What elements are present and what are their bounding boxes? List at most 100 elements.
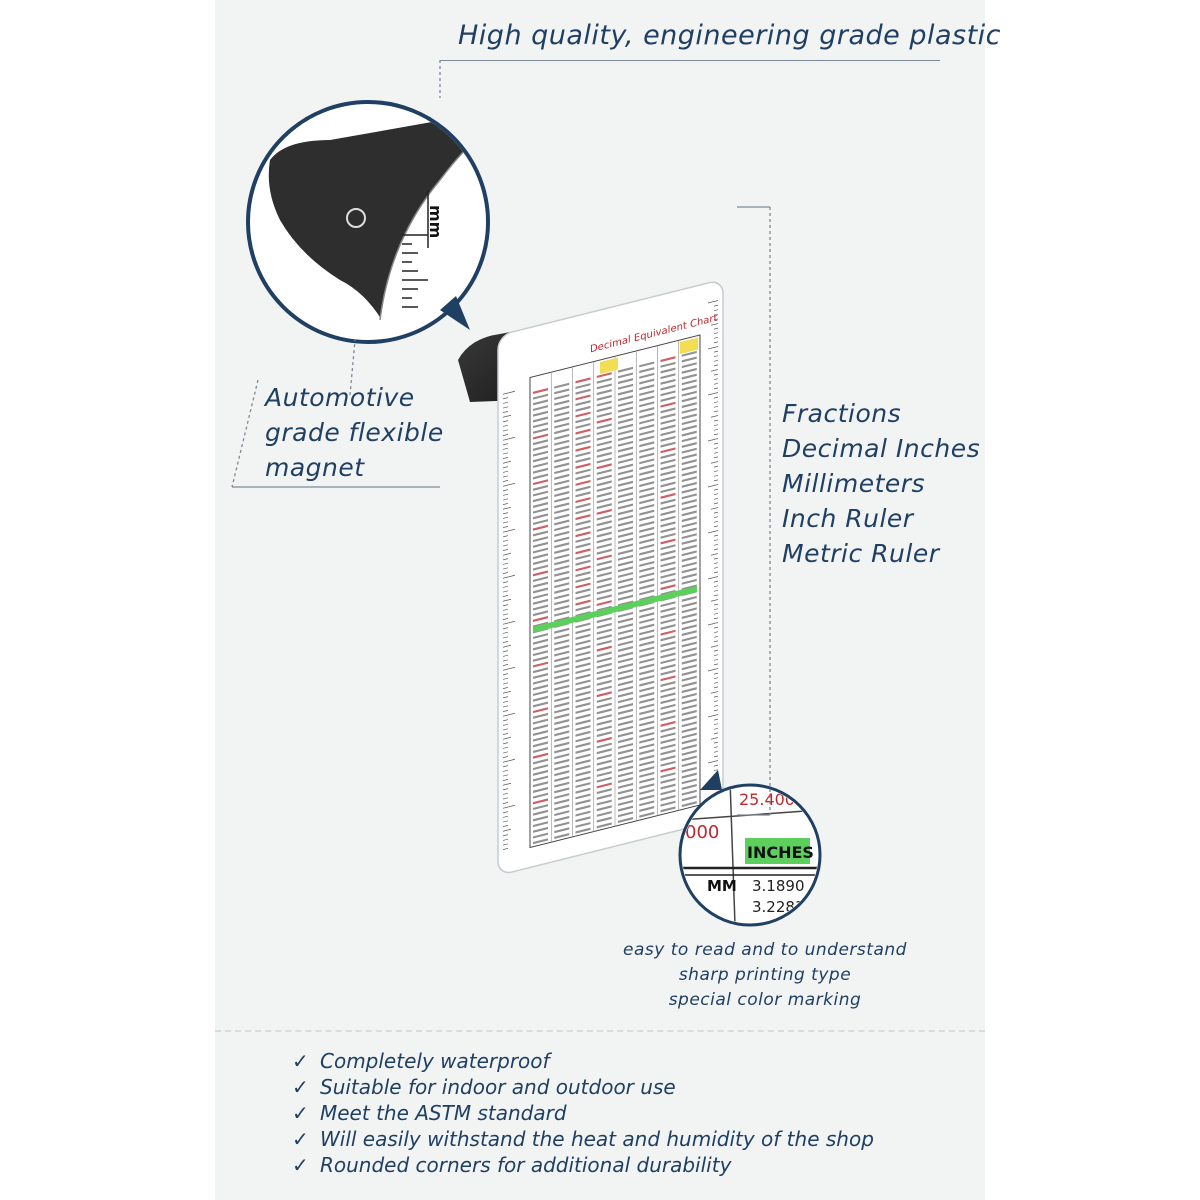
table-cell [554, 553, 570, 560]
table-cell [618, 583, 633, 590]
table-cell [618, 537, 633, 544]
svg-text:3.1890: 3.1890 [752, 877, 805, 895]
table-cell [639, 657, 655, 664]
table-cell [660, 618, 676, 625]
ruler-tick [503, 815, 508, 818]
table-cell [618, 429, 633, 436]
table-cell [618, 731, 633, 738]
table-cell [533, 661, 548, 668]
ruler-tick [714, 649, 718, 652]
ruler-tick [503, 654, 508, 657]
ruler-tick [503, 452, 508, 455]
table-cell [596, 588, 612, 595]
table-cell [681, 556, 697, 562]
table-cell [596, 463, 612, 470]
table-cell [554, 599, 570, 606]
table-cell [596, 702, 612, 709]
table-cell [618, 646, 633, 652]
table-cell [639, 623, 655, 630]
ruler-tick [708, 346, 718, 350]
table-cell [533, 655, 548, 662]
table-cell [596, 719, 612, 726]
table-cell [575, 440, 591, 447]
table-cell [639, 714, 655, 721]
table-cell [681, 464, 697, 471]
table-cell [533, 467, 548, 474]
ruler-tick [503, 549, 508, 552]
ruler-tick [503, 613, 508, 616]
table-cell [596, 508, 612, 515]
table-cell [554, 679, 570, 686]
table-cell [575, 679, 591, 686]
table-cell [554, 416, 570, 423]
table-cell [596, 468, 612, 475]
table-cell [554, 508, 570, 515]
table-cell [618, 668, 633, 675]
table-cell [533, 473, 548, 480]
table-cell [681, 385, 697, 391]
table-cell [639, 788, 655, 795]
ruler-tick [714, 401, 718, 404]
table-cell [618, 777, 633, 784]
feature-fractions: Fractions [782, 399, 902, 428]
table-cell [533, 821, 548, 828]
table-cell [660, 738, 676, 744]
table-cell [618, 663, 633, 670]
table-cell [618, 680, 633, 687]
table-cell [596, 457, 612, 464]
table-cell [660, 435, 676, 442]
table-cell [660, 549, 676, 556]
table-cell [554, 832, 570, 839]
table-cell [639, 692, 655, 698]
table-cell [533, 673, 548, 679]
table-cell [554, 775, 570, 782]
table-cell [533, 741, 548, 748]
ruler-tick [714, 355, 718, 358]
table-cell [596, 434, 612, 441]
table-cell [596, 634, 612, 641]
ruler-tick [708, 438, 718, 442]
table-cell [533, 524, 548, 531]
ruler-tick [714, 658, 718, 661]
table-cell [533, 422, 548, 429]
table-cell [639, 469, 655, 476]
table-cell [575, 770, 591, 777]
callout-lines [231, 60, 771, 816]
table-cell [575, 639, 591, 646]
table-cell [554, 793, 570, 800]
bullet-text: Will easily withstand the heat and humid… [320, 1127, 874, 1151]
table-cell [596, 440, 612, 447]
table-cell [575, 650, 591, 657]
table-cell [533, 410, 548, 417]
table-cell [639, 612, 655, 619]
table-cell [596, 657, 612, 664]
table-cell [596, 531, 612, 538]
ruler-tick [503, 733, 508, 736]
ruler-tick [503, 521, 508, 524]
ruler-tick [714, 543, 718, 546]
table-cell [554, 576, 570, 583]
magnet-line-1: Automotive [265, 383, 415, 412]
ruler-tick [503, 535, 508, 538]
table-cell [681, 755, 697, 762]
table-cell [618, 520, 633, 527]
table-cell [660, 675, 676, 682]
ruler-tick [503, 567, 508, 570]
ruler-tick [714, 442, 718, 445]
ruler-tick [714, 341, 718, 344]
table-cell [596, 486, 612, 493]
table-cell [554, 736, 570, 743]
table-cell [639, 395, 655, 402]
table-cell [660, 356, 676, 363]
ruler-tick [503, 696, 508, 699]
table-cell [639, 498, 655, 505]
table-cell [533, 593, 548, 600]
ruler-tick [503, 758, 515, 763]
table-cell [533, 769, 548, 776]
table-cell [681, 670, 697, 676]
table-cell [639, 680, 655, 687]
table-cell [618, 509, 633, 516]
table-cell [660, 681, 676, 687]
table-cell [596, 753, 612, 760]
ruler-tick [711, 323, 718, 326]
